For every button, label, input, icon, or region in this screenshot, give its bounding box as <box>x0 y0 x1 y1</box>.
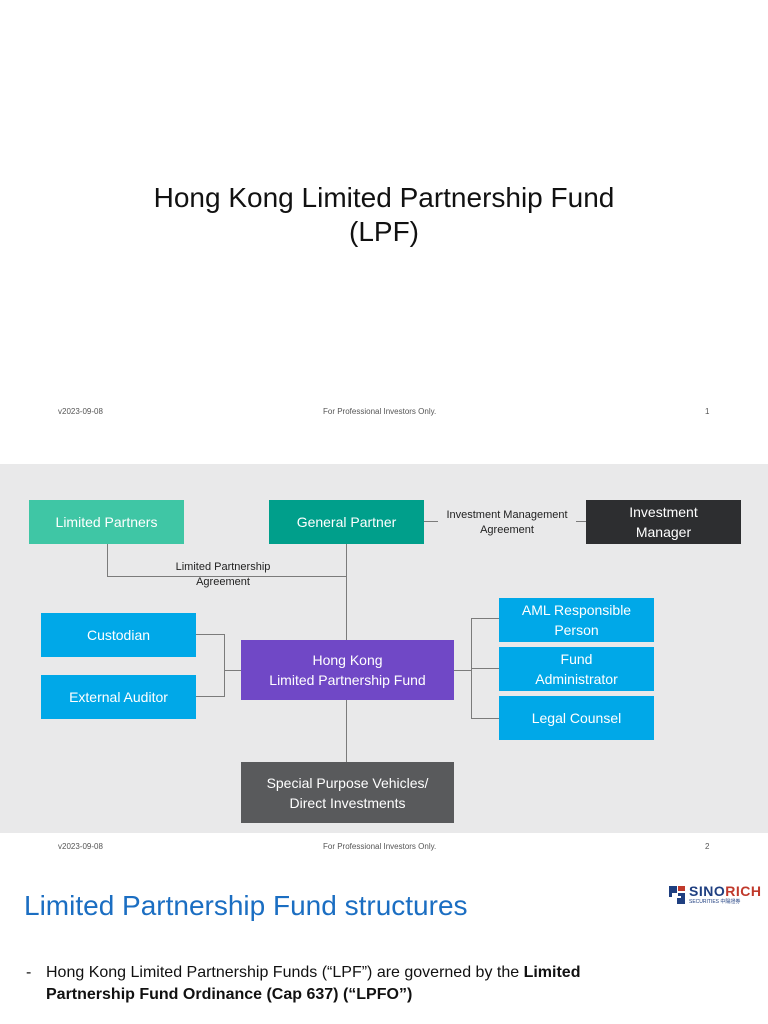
general-partner-label: General Partner <box>296 514 397 530</box>
connector-custodian <box>196 634 224 635</box>
bullet-text-plain: Hong Kong Limited Partnership Funds (“LP… <box>46 964 524 981</box>
slide-2-structure-diagram: Investment Management Agreement Limited … <box>0 464 768 833</box>
legal-counsel-label: Legal Counsel <box>531 710 622 726</box>
fund-admin-line-1: Fund <box>560 651 593 667</box>
connector-left-vertical <box>224 634 225 697</box>
title-line-1: Hong Kong Limited Partnership Fund <box>153 182 615 213</box>
limited-partners-box: Limited Partners <box>29 500 184 544</box>
sinorich-logo: SINORICH SECURITIES 中陽證券 <box>667 883 761 907</box>
slide-1-title: Hong Kong Limited Partnership Fund (LPF) <box>0 181 768 249</box>
external-auditor-box: External Auditor <box>41 675 196 719</box>
limited-partners-label: Limited Partners <box>55 514 158 530</box>
aml-responsible-person-box: AML Responsible Person <box>499 598 654 642</box>
connector-auditor <box>196 696 224 697</box>
connector-left-fund <box>224 670 241 671</box>
investment-manager-box: Investment Manager <box>586 500 741 544</box>
fund-line-2: Limited Partnership Fund <box>269 672 426 688</box>
logo-rich: RICH <box>725 883 762 899</box>
bullet-text: Hong Kong Limited Partnership Funds (“LP… <box>46 962 646 1006</box>
label-ima-line-2: Agreement <box>480 524 534 536</box>
footer-page-number-2: 2 <box>705 842 710 851</box>
connector-lp-horizontal <box>107 576 347 577</box>
bullet-dash: - <box>26 964 32 981</box>
aml-line-1: AML Responsible <box>521 602 632 618</box>
connector-admin <box>471 668 499 669</box>
general-partner-box: General Partner <box>269 500 424 544</box>
external-auditor-label: External Auditor <box>69 689 168 705</box>
connector-gp-fund <box>346 544 347 642</box>
footer-version-2: v2023-09-08 <box>58 842 103 851</box>
aml-line-2: Person <box>554 622 599 638</box>
slide-3-title: Limited Partnership Fund structures <box>24 890 468 921</box>
label-lpa-line-2: Agreement <box>196 576 250 588</box>
fund-line-1: Hong Kong <box>312 652 383 668</box>
title-line-2: (LPF) <box>349 216 419 247</box>
legal-counsel-box: Legal Counsel <box>499 696 654 740</box>
logo-sino: SINO <box>689 883 726 899</box>
sinorich-emblem-icon <box>669 886 685 904</box>
logo-wordmark: SINORICH <box>689 883 761 899</box>
slide-3: Limited Partnership Fund structures SINO… <box>0 866 768 1024</box>
footer-note: For Professional Investors Only. <box>323 407 437 416</box>
connector-right-fund <box>454 670 472 671</box>
fund-admin-line-2: Administrator <box>535 671 618 687</box>
footer-page-number: 1 <box>705 407 710 416</box>
bullet-text-bold: Limited Partnership Fund Ordinance (Cap … <box>46 964 581 1003</box>
custodian-label: Custodian <box>86 627 151 643</box>
label-lpa-line-1: Limited Partnership <box>175 560 271 575</box>
spv-box: Special Purpose Vehicles/ Direct Investm… <box>241 762 454 823</box>
investment-manager-line-1: Investment <box>629 504 698 520</box>
connector-lp-down <box>107 544 108 576</box>
footer-version: v2023-09-08 <box>58 407 103 416</box>
connector-aml <box>471 618 499 619</box>
footer-note-2: For Professional Investors Only. <box>323 842 437 851</box>
lpf-fund-box: Hong Kong Limited Partnership Fund <box>241 640 454 700</box>
logo-subtitle: SECURITIES 中陽證券 <box>689 899 741 905</box>
connector-fund-spv <box>346 700 347 762</box>
investment-manager-line-2: Manager <box>635 524 692 540</box>
fund-administrator-box: Fund Administrator <box>499 647 654 691</box>
label-limited-partnership-agreement: Limited Partnership Agreement <box>166 560 280 590</box>
spv-line-1: Special Purpose Vehicles/ <box>266 774 429 791</box>
spv-line-2: Direct Investments <box>289 794 406 811</box>
slide-1: Hong Kong Limited Partnership Fund (LPF)… <box>0 0 768 432</box>
custodian-box: Custodian <box>41 613 196 657</box>
connector-legal <box>471 718 499 719</box>
label-ima-line-1: Investment Management <box>446 509 568 521</box>
label-investment-management-agreement: Investment Management Agreement <box>438 508 576 538</box>
